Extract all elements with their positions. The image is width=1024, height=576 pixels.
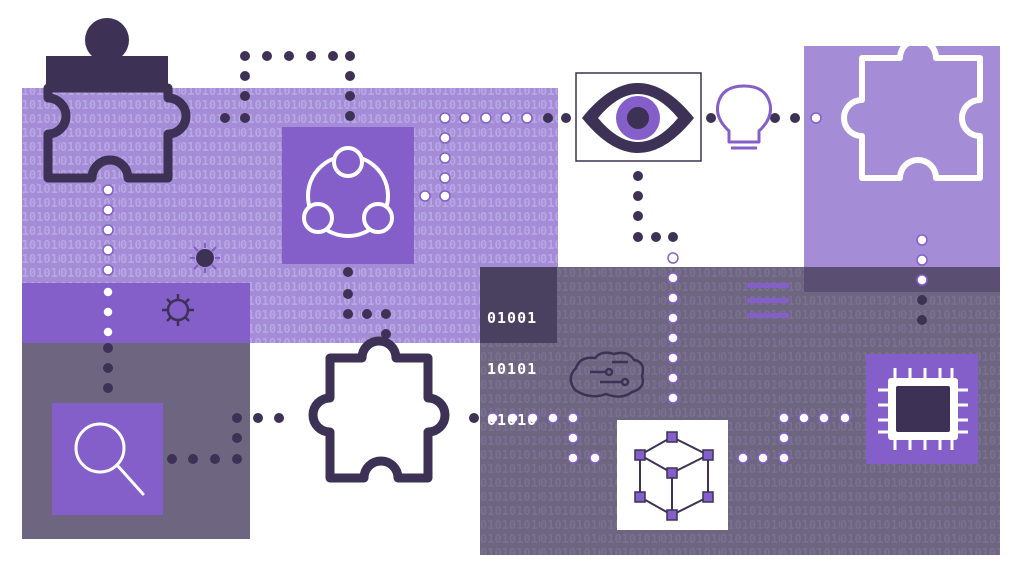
binary-code-block: 01001 10101 01010: [487, 276, 537, 446]
panel-dark-band-right: [804, 267, 1000, 292]
menu-icon: [747, 283, 789, 318]
cube-network-icon: [617, 420, 728, 530]
puzzle-outline-icon: [841, 37, 983, 181]
binary-line: 10101: [487, 360, 538, 378]
search-icon: [52, 403, 163, 515]
panel-dark-binary: [480, 267, 557, 343]
binary-line: 01001: [487, 309, 538, 327]
lightbulb-icon: [716, 84, 772, 150]
dotted-connectors-light: [102, 112, 928, 464]
binary-line: 01010: [487, 411, 538, 429]
brain-circuit-icon: [569, 351, 645, 398]
microchip-icon: [866, 354, 978, 464]
puzzle-outline-icon: [308, 336, 450, 483]
bug-icon: [190, 243, 220, 273]
puzzle-piece-icon: [43, 18, 191, 183]
panel-mid-purple-band: [22, 283, 250, 343]
bug-icon: [162, 294, 194, 326]
dotted-connectors: [103, 51, 927, 464]
eye-icon: [575, 72, 702, 162]
share-icon: [282, 127, 414, 264]
